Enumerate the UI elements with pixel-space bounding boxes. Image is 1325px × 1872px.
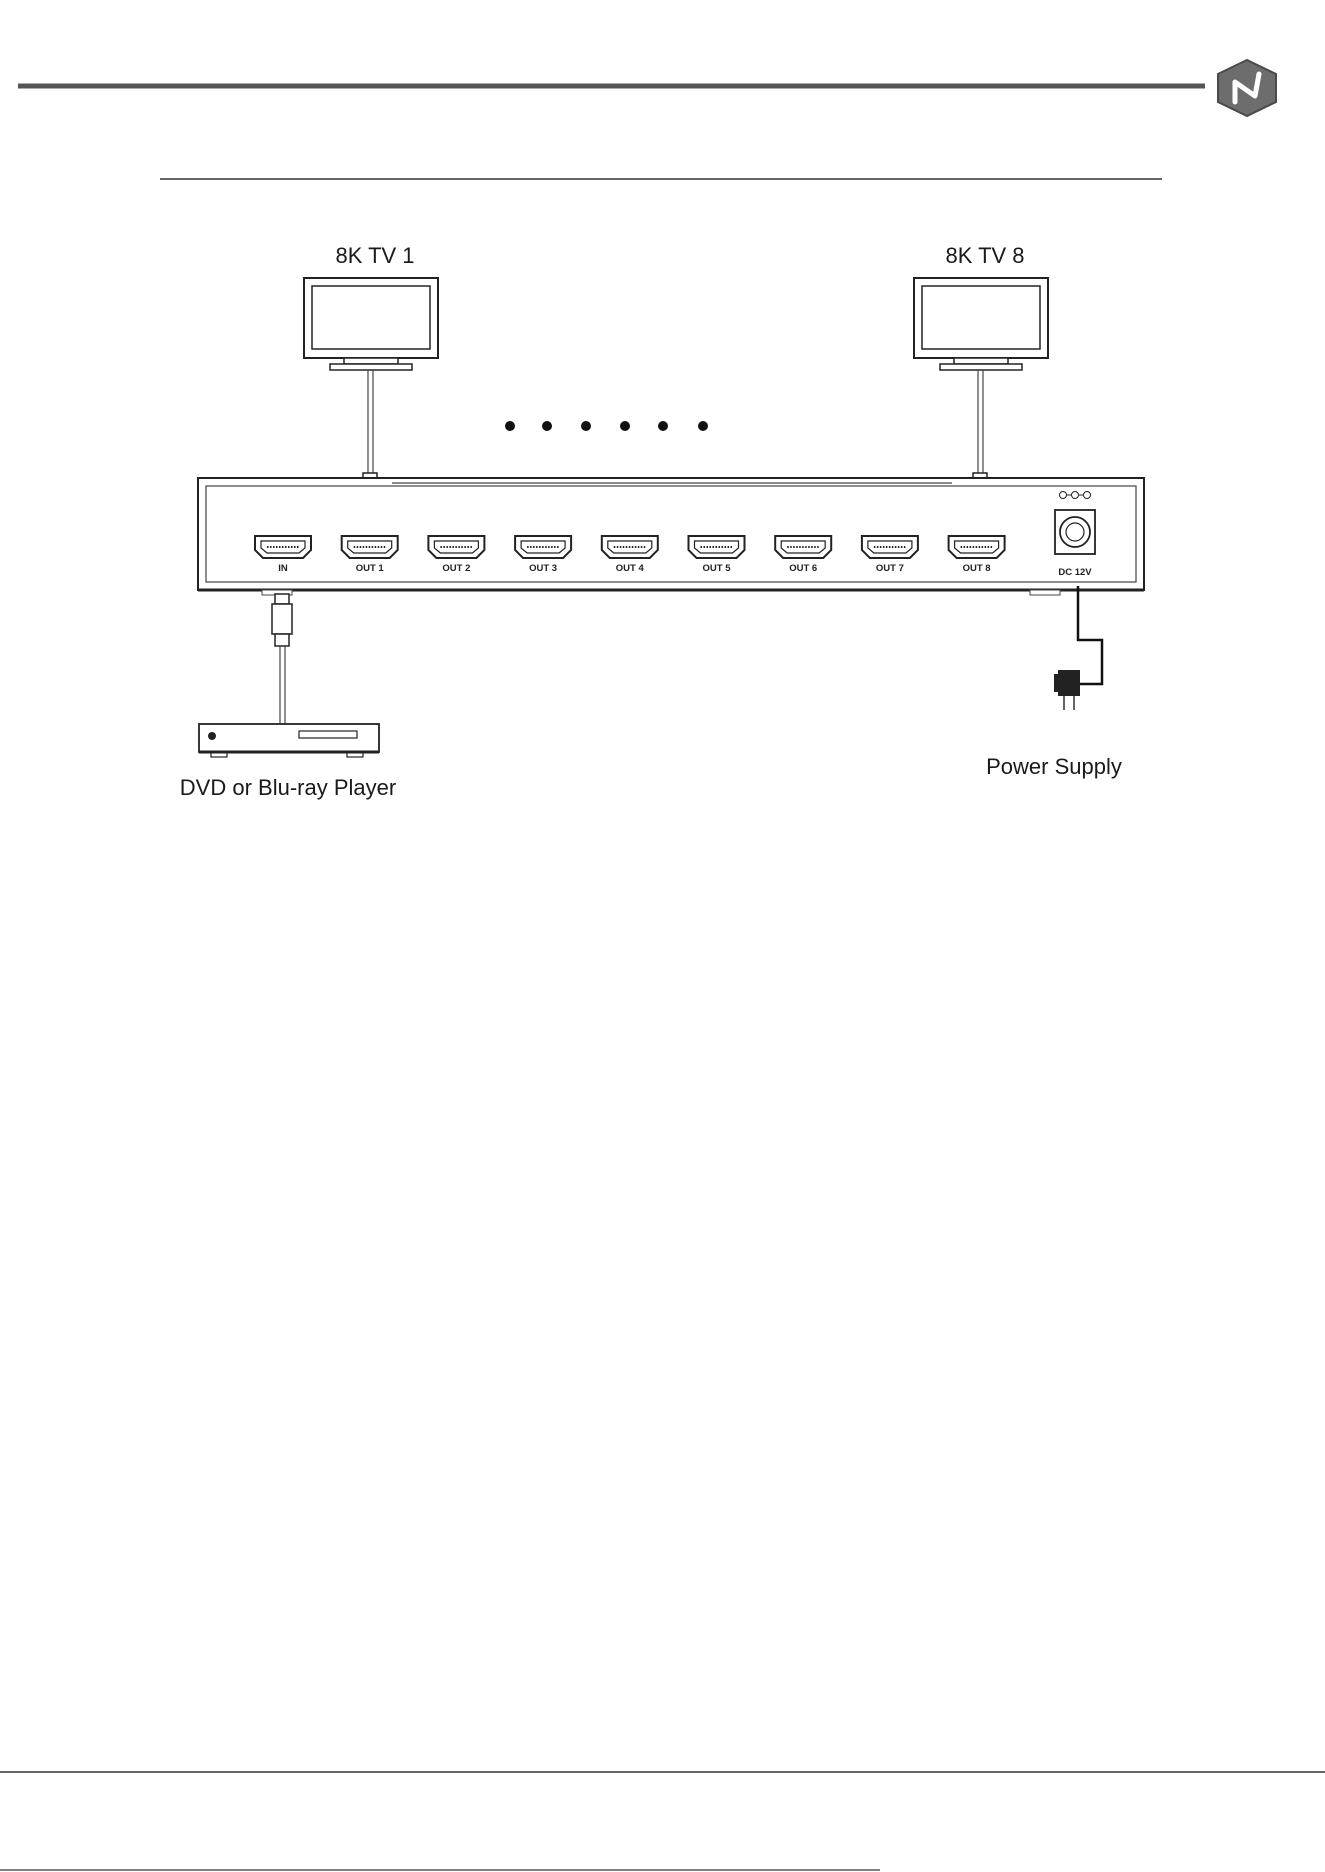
tv-icon — [304, 278, 438, 370]
tv-left-label: 8K TV 1 — [335, 243, 414, 268]
player-label: DVD or Blu-ray Player — [180, 775, 396, 800]
cable-tv8 — [978, 370, 983, 473]
cable-tv1 — [368, 370, 373, 473]
hdmi-port-icon — [428, 536, 484, 558]
power-label: Power Supply — [986, 754, 1122, 779]
brand-logo-icon — [1218, 60, 1276, 116]
hdmi-port-icon — [602, 536, 658, 558]
tv-icon — [914, 278, 1048, 370]
cable-input — [280, 646, 285, 724]
output-port-label: OUT 3 — [529, 563, 557, 574]
hdmi-port-icon — [689, 536, 745, 558]
hdmi-port-icon — [862, 536, 918, 558]
output-port-label: OUT 5 — [703, 563, 732, 574]
ellipsis-dots — [505, 421, 708, 431]
output-port-label: OUT 4 — [616, 563, 645, 574]
output-port-label: OUT 7 — [876, 563, 904, 574]
hdmi-port-icon — [342, 536, 398, 558]
hdmi-port-icon — [949, 536, 1005, 558]
output-port-label: OUT 8 — [963, 563, 991, 574]
input-port-label: IN — [278, 563, 288, 574]
tv-right-label: 8K TV 8 — [945, 243, 1024, 268]
dc-label: DC 12V — [1058, 567, 1092, 578]
player-icon — [199, 724, 379, 757]
hdmi-ports: IN OUT 1 OUT 2 OUT 3 OUT 4 OUT 5 OUT 6 OUT 7 OUT… — [255, 536, 1005, 574]
output-port-label: OUT 6 — [789, 563, 817, 574]
hdmi-plug-icon — [272, 594, 292, 646]
power-adapter-icon — [1054, 670, 1080, 710]
hdmi-port-icon — [775, 536, 831, 558]
output-port-label: OUT 2 — [442, 563, 470, 574]
hdmi-port-icon — [515, 536, 571, 558]
output-port-label: OUT 1 — [356, 563, 385, 574]
hdmi-port-icon — [255, 536, 311, 558]
power-cable — [1078, 586, 1102, 684]
